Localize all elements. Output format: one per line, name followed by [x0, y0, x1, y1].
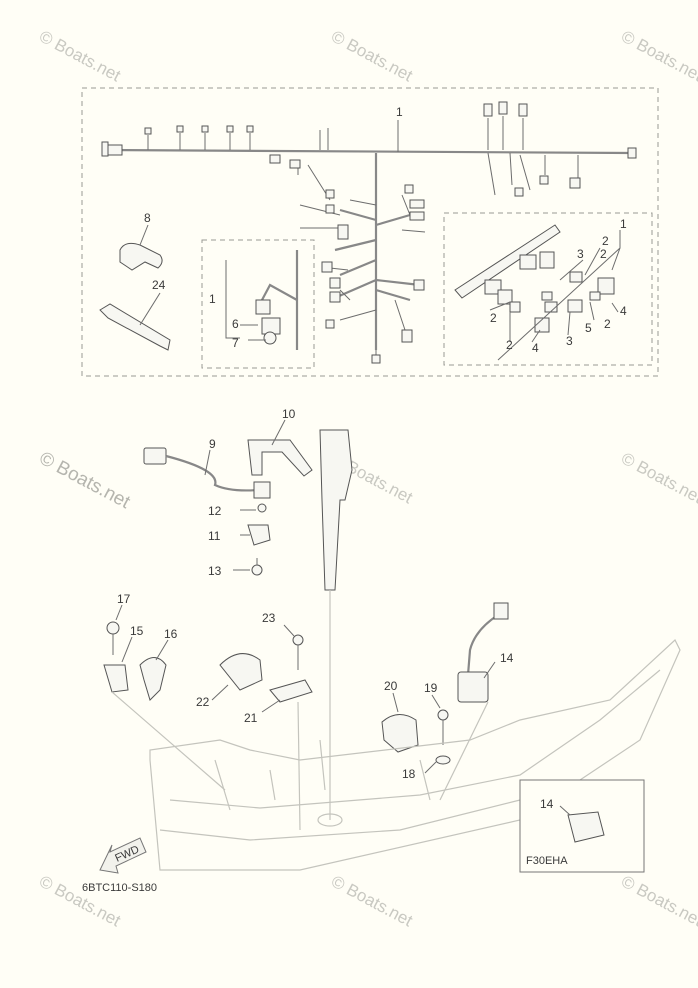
sensor-bracket-part — [247, 439, 313, 477]
callout-21: 21 — [244, 711, 258, 725]
callout-2: 2 — [604, 317, 611, 331]
inset-switch-part — [567, 811, 605, 843]
inset-code: F30EHA — [526, 855, 568, 867]
watermark: © Boats.net — [36, 872, 124, 931]
callout-2: 2 — [490, 311, 497, 325]
cable-tie-part — [99, 303, 171, 351]
wire-harness-section — [81, 87, 659, 377]
watermark: © Boats.net — [618, 872, 698, 931]
harness-clip-part — [119, 242, 163, 271]
fwd-arrow: FWD — [99, 837, 147, 874]
sensor-unit-part — [253, 481, 271, 499]
sensor-plate-part — [247, 524, 271, 546]
callout-1: 1 — [620, 217, 627, 231]
sensor-subassembly-boundary — [201, 239, 315, 369]
engine-cowling-outline — [149, 639, 681, 871]
callout-1: 1 — [209, 292, 216, 306]
sensor-lead — [261, 250, 299, 350]
callout-8: 8 — [144, 211, 151, 225]
bracket-part — [103, 664, 129, 693]
watermark: © Boats.net — [328, 27, 416, 86]
lower-parts — [103, 602, 509, 831]
diagram-code: 6BTC110-S180 — [82, 882, 157, 894]
callout-14: 14 — [540, 797, 554, 811]
callout-7: 7 — [232, 336, 239, 350]
callout-10: 10 — [282, 407, 296, 421]
watermark: © Boats.net — [36, 448, 134, 514]
callout-23: 23 — [262, 611, 276, 625]
watermark: © Boats.net — [36, 27, 124, 86]
callout-18: 18 — [402, 767, 416, 781]
switch-lead — [466, 614, 499, 676]
fwd-label: FWD — [113, 844, 141, 865]
callout-15: 15 — [130, 624, 144, 638]
callout-1: 1 — [396, 105, 403, 119]
inset-panel — [519, 779, 645, 873]
callout-24: 24 — [152, 278, 166, 292]
sensor-lead-part — [165, 454, 259, 492]
coupler-subassembly-boundary — [443, 212, 653, 366]
callout-16: 16 — [164, 627, 178, 641]
callout-3: 3 — [566, 334, 573, 348]
callout-2: 2 — [600, 247, 607, 261]
callout-2: 2 — [602, 234, 609, 248]
callout-2: 2 — [506, 338, 513, 352]
callout-12: 12 — [208, 504, 222, 518]
main-harness-branch — [329, 153, 421, 350]
callout-14: 14 — [500, 651, 514, 665]
watermark: © Boats.net — [328, 872, 416, 931]
throttle-sensor-assembly — [143, 419, 353, 820]
callout-4: 4 — [532, 341, 539, 355]
switch-holder-part — [381, 714, 419, 753]
callout-4: 4 — [620, 304, 627, 318]
callout-22: 22 — [196, 695, 210, 709]
holder-part — [219, 653, 263, 691]
callout-labels: 1 1 1 2 2 2 2 2 3 3 4 4 5 6 7 8 9 10 11 … — [117, 105, 627, 811]
callout-17: 17 — [117, 592, 131, 606]
watermark: © Boats.net — [618, 27, 698, 86]
sensor-connector-part — [143, 447, 167, 465]
callout-13: 13 — [208, 564, 222, 578]
callout-3: 3 — [577, 247, 584, 261]
switch-part — [457, 671, 489, 703]
callout-11: 11 — [208, 529, 221, 543]
clamp-part — [139, 657, 167, 701]
coupler-bundle — [454, 224, 561, 299]
callout-9: 9 — [209, 437, 216, 451]
callout-19: 19 — [424, 681, 438, 695]
coupler-parts — [484, 251, 615, 333]
fwd-arrow-icon — [99, 837, 147, 874]
screw-part — [251, 564, 263, 576]
harness-boundary — [81, 87, 659, 377]
watermark: © Boats.net — [618, 449, 698, 508]
callout-20: 20 — [384, 679, 398, 693]
plate-part — [269, 679, 313, 703]
callout-6: 6 — [232, 317, 239, 331]
harness-connectors — [101, 101, 637, 364]
main-harness-trunk — [103, 148, 633, 155]
callout-5: 5 — [585, 321, 592, 335]
throttle-shaft — [319, 429, 353, 591]
